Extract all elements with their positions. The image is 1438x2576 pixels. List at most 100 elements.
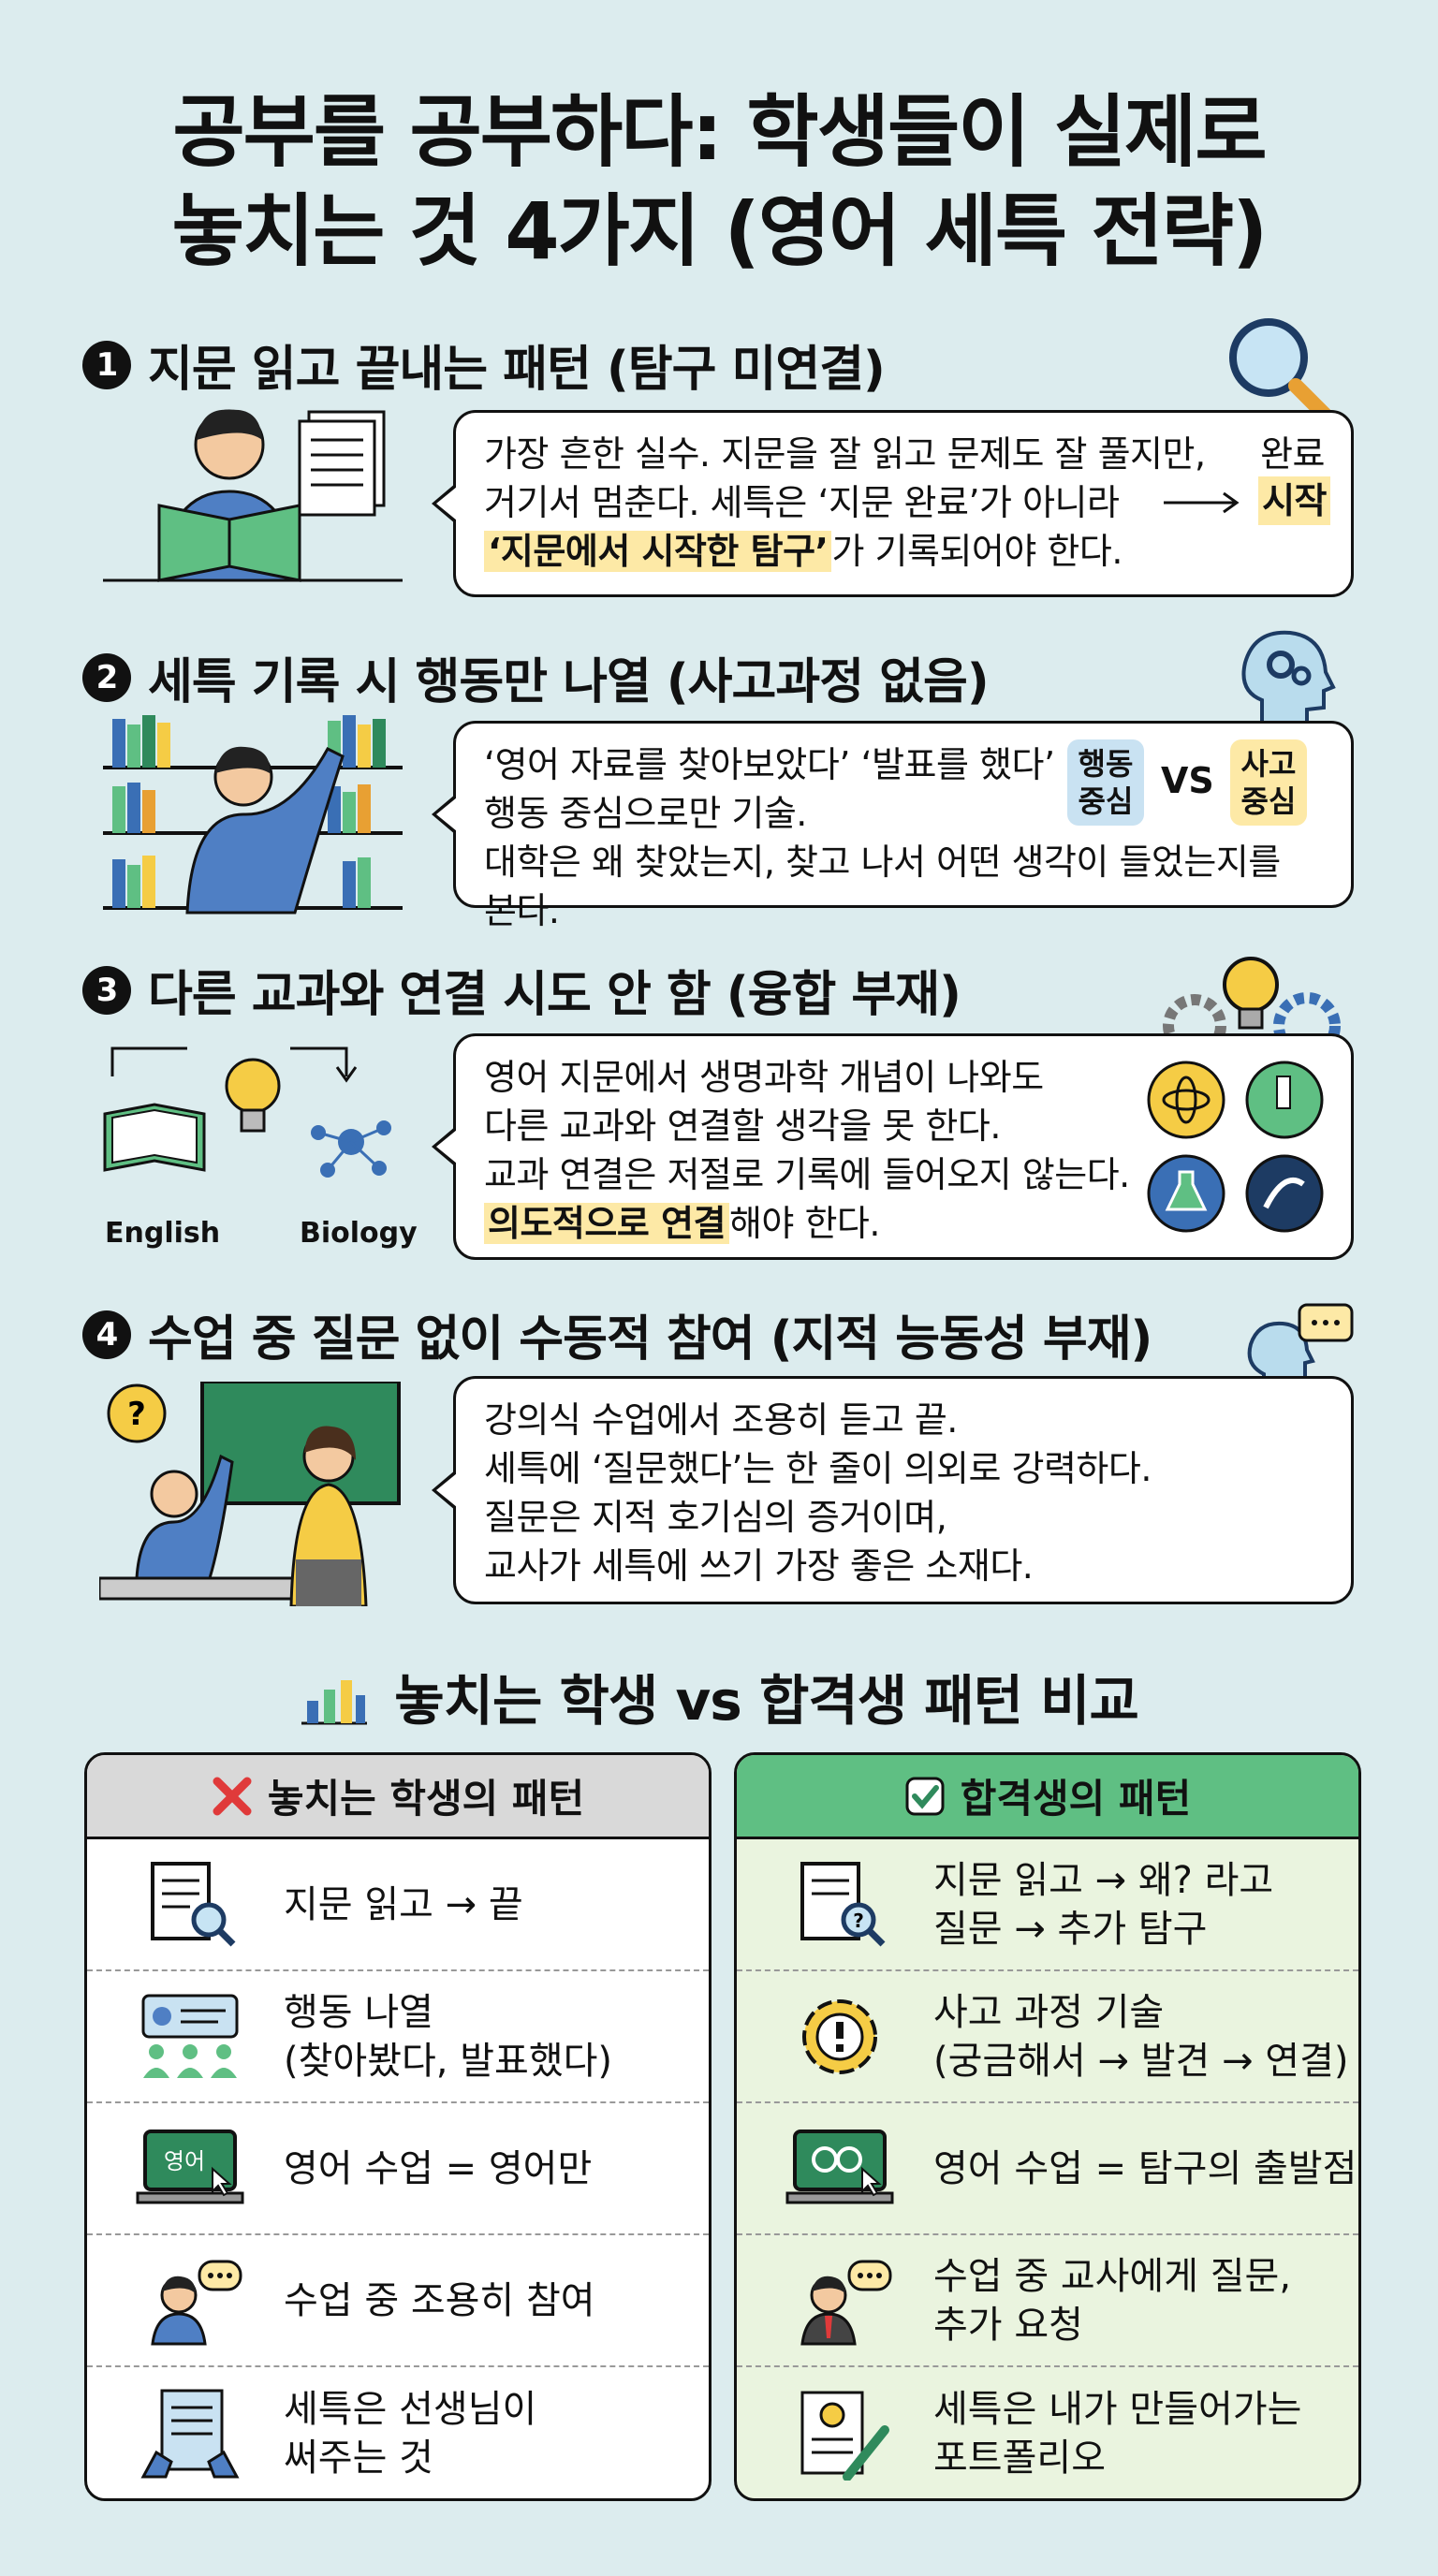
section-1-bubble: 가장 흔한 실수. 지문을 잘 읽고 문제도 잘 풀지만, 거기서 멈춘다. 세… — [432, 410, 1354, 597]
section-1-number: 1 — [82, 340, 131, 389]
missing-row-1: 지문 읽고 → 끝 — [87, 1839, 709, 1971]
arrow-right-icon — [1164, 491, 1240, 514]
page-title: 공부를 공부하다: 학생들이 실제로 놓치는 것 4가지 (영어 세특 전략) — [0, 82, 1438, 281]
missing-row-2-text-1: 행동 나열 — [284, 1990, 433, 2034]
section-2-line-1: ‘영어 자료를 찾아보았다’ ‘발표를 했다’ — [484, 744, 1055, 785]
bar-chart-icon — [301, 1680, 368, 1725]
section-2-number: 2 — [82, 652, 131, 702]
svg-text:?: ? — [853, 1910, 864, 1932]
section-3-line-1: 영어 지문에서 생명과학 개념이 나와도 — [484, 1057, 1044, 1098]
section-3-line-3: 교과 연결은 저절로 기록에 들어오지 않는다. — [484, 1154, 1130, 1195]
missing-rows: 지문 읽고 → 끝 행동 나열 (찾아봤다, 발표했다) 영어 — [87, 1839, 709, 2498]
section-2-heading: 2 세특 기록 시 행동만 나열 (사고과정 없음) — [82, 642, 990, 712]
student-reading-illustration — [103, 409, 403, 582]
lightbulb-gears-icon — [1163, 957, 1341, 1039]
success-row-3-text: 영어 수업 = 탐구의 출발점 — [933, 2146, 1357, 2190]
success-row-5: 세특은 내가 만들어가는 포트폴리오 — [737, 2367, 1358, 2498]
section-4-line-3: 질문은 지적 호기심의 증거이며, — [484, 1497, 947, 1538]
english-biology-illustration — [103, 1046, 391, 1178]
tag-thinking-centered: 사고 중심 — [1230, 739, 1307, 826]
missing-row-5-text-2: 써주는 것 — [284, 2436, 433, 2480]
board-text: 영어 — [164, 2148, 205, 2174]
label-start: 시작 — [1258, 476, 1330, 525]
success-row-4: 수업 중 교사에게 질문, 추가 요청 — [737, 2235, 1358, 2367]
people-list-icon — [141, 1994, 239, 2078]
missing-row-4: 수업 중 조용히 참여 — [87, 2235, 709, 2367]
document-question-icon: ? — [800, 1861, 886, 1946]
section-3-line-2: 다른 교과와 연결할 생각을 못 한다. — [484, 1105, 1001, 1147]
success-panel-title: 합격생의 패턴 — [960, 1776, 1192, 1822]
success-row-4-text-2: 추가 요청 — [933, 2303, 1083, 2347]
success-row-1-text-2: 질문 → 추가 탐구 — [933, 1907, 1208, 1951]
gear-lightbulb-icon — [802, 1998, 877, 2074]
section-3-title: 다른 교과와 연결 시도 안 함 (융합 부재) — [148, 967, 961, 1023]
compare-title: 놓치는 학생 vs 합격생 패턴 비교 — [394, 1669, 1139, 1733]
success-panel-header: 합격생의 패턴 — [737, 1755, 1358, 1839]
missing-panel-header: 놓치는 학생의 패턴 — [87, 1755, 709, 1839]
success-row-5-text-2: 포트폴리오 — [933, 2436, 1106, 2480]
missing-panel-title: 놓치는 학생의 패턴 — [267, 1776, 585, 1822]
section-4-line-4: 교사가 세특에 쓰기 가장 좋은 소재다. — [484, 1545, 1034, 1587]
section-2-bubble: ‘영어 자료를 찾아보았다’ ‘발표를 했다’ 행동 중심으로만 기술. 대학은… — [432, 721, 1354, 931]
asking-student-icon — [800, 2260, 892, 2345]
missing-row-3: 영어 영어 수업 = 영어만 — [87, 2103, 709, 2235]
section-3-highlight: 의도적으로 연결 — [484, 1203, 729, 1244]
section-4-bubble: 강의식 수업에서 조용히 듣고 끝. 세특에 ‘질문했다’는 한 줄이 의외로 … — [432, 1376, 1354, 1604]
missing-row-2-text-2: (찾아봤다, 발표했다) — [284, 2039, 613, 2083]
section-3-line-4-rest: 해야 한다. — [728, 1203, 881, 1244]
section-1-title: 지문 읽고 끝내는 패턴 (탐구 미연결) — [148, 342, 886, 398]
label-biology: Biology — [300, 1217, 418, 1250]
success-row-2: 사고 과정 기술 (궁금해서 → 발견 → 연결) — [737, 1971, 1358, 2103]
head-speech-icon — [1247, 1303, 1354, 1395]
success-row-3: 영어 수업 = 탐구의 출발점 — [737, 2103, 1358, 2235]
section-4-title: 수업 중 질문 없이 수동적 참여 (지적 능동성 부재) — [148, 1311, 1152, 1368]
success-row-1: ? 지문 읽고 → 왜? 라고 질문 → 추가 탐구 — [737, 1839, 1358, 1971]
section-2-line-2: 행동 중심으로만 기술. — [484, 793, 807, 834]
section-3-heading: 3 다른 교과와 연결 시도 안 함 (융합 부재) — [82, 955, 961, 1025]
section-3-number: 3 — [82, 965, 131, 1015]
title-line-1: 공부를 공부하다: 학생들이 실제로 — [172, 86, 1267, 178]
classroom-question-illustration: ? — [99, 1382, 401, 1606]
missing-row-2: 행동 나열 (찾아봤다, 발표했다) — [87, 1971, 709, 2103]
missing-row-1-text: 지문 읽고 → 끝 — [284, 1882, 523, 1926]
compare-heading: 놓치는 학생 vs 합격생 패턴 비교 — [0, 1657, 1438, 1735]
success-rows: ? 지문 읽고 → 왜? 라고 질문 → 추가 탐구 사고 과정 기술 (궁금해… — [737, 1839, 1358, 2498]
section-2-title: 세특 기록 시 행동만 나열 (사고과정 없음) — [148, 654, 990, 710]
success-row-1-text-1: 지문 읽고 → 왜? 라고 — [933, 1858, 1274, 1902]
success-row-2-text-2: (궁금해서 → 발견 → 연결) — [933, 2039, 1349, 2083]
section-4-number: 4 — [82, 1310, 131, 1359]
section-1-heading: 1 지문 읽고 끝내는 패턴 (탐구 미연결) — [82, 329, 886, 400]
missing-row-3-text: 영어 수업 = 영어만 — [284, 2146, 593, 2190]
section-1-line-3-rest: 가 기록되어야 한다. — [831, 531, 1123, 572]
section-4-line-2: 세특에 ‘질문했다’는 한 줄이 의외로 강력하다. — [484, 1448, 1152, 1489]
document-search-icon — [151, 1861, 236, 1946]
science-icons-group — [1147, 1061, 1324, 1233]
title-line-2: 놓치는 것 4가지 (영어 세특 전략) — [171, 185, 1269, 277]
section-1-line-1: 가장 흔한 실수. 지문을 잘 읽고 문제도 잘 풀지만, — [484, 433, 1206, 475]
laptop-board-icon: 영어 — [136, 2129, 244, 2203]
red-x-icon — [213, 1777, 252, 1815]
quiet-student-icon — [151, 2260, 242, 2345]
document-hands-icon — [140, 2389, 240, 2478]
vs-label: VS — [1161, 760, 1214, 801]
section-4-heading: 4 수업 중 질문 없이 수동적 참여 (지적 능동성 부재) — [82, 1299, 1152, 1369]
missing-row-4-text: 수업 중 조용히 참여 — [284, 2278, 595, 2322]
section-2-line-3: 대학은 왜 찾았는지, 찾고 나서 어떤 생각이 들었는지를 본다. — [484, 842, 1281, 931]
tag-action-centered: 행동 중심 — [1067, 739, 1144, 826]
successful-student-panel: 합격생의 패턴 ? 지문 읽고 → 왜? 라고 질문 → 추가 탐구 — [734, 1752, 1361, 2501]
section-1-line-2: 거기서 멈춘다. 세특은 ‘지문 완료’가 아니라 — [484, 482, 1120, 523]
green-check-icon — [905, 1777, 945, 1815]
label-complete: 완료 — [1260, 433, 1325, 475]
missing-row-5-text-1: 세특은 선생님이 — [284, 2387, 537, 2431]
success-row-5-text-1: 세특은 내가 만들어가는 — [933, 2387, 1302, 2431]
student-library-illustration — [103, 715, 403, 915]
label-english: English — [105, 1217, 221, 1250]
success-row-2-text-1: 사고 과정 기술 — [933, 1990, 1165, 2034]
success-row-4-text-1: 수업 중 교사에게 질문, — [933, 2254, 1292, 2298]
svg-text:?: ? — [127, 1396, 146, 1433]
portfolio-pen-icon — [800, 2391, 889, 2481]
head-gears-icon — [1241, 630, 1336, 725]
section-4-line-1: 강의식 수업에서 조용히 듣고 끝. — [484, 1399, 958, 1441]
missing-row-5: 세특은 선생님이 써주는 것 — [87, 2367, 709, 2498]
section-1-highlight: ‘지문에서 시작한 탐구’ — [484, 531, 832, 572]
